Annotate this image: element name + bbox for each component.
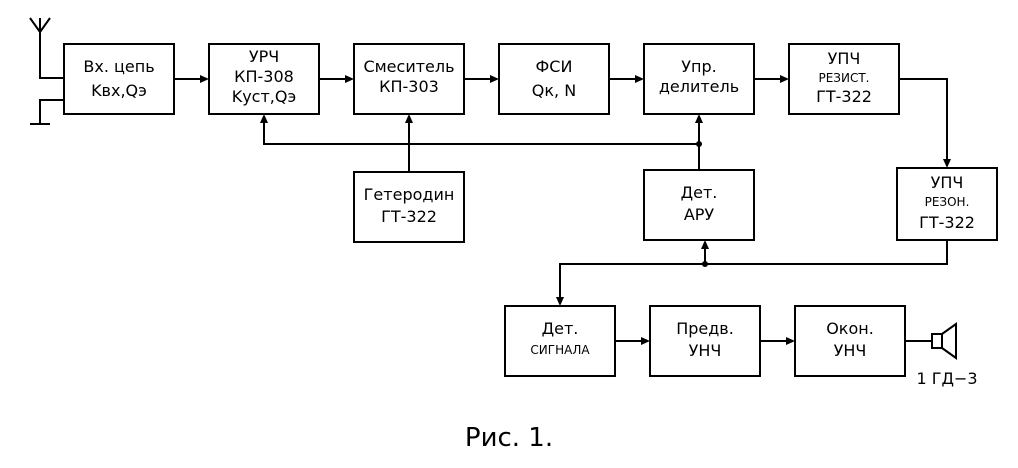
figure-caption: Рис. 1. [465, 423, 553, 453]
filter-block: ФСИ Qк, N [498, 43, 610, 115]
speaker-icon [931, 322, 957, 360]
mixer-line1: Смеситель [363, 57, 454, 76]
signal-path-bottom [615, 337, 932, 345]
final-amp-line2: УНЧ [834, 341, 867, 360]
if-amp-resistive-block: УПЧ РЕЗИСТ. ГТ-322 [788, 43, 900, 115]
rf-amp-line3: Kуст,Qэ [232, 87, 297, 106]
final-amp-block: Окон. УНЧ [794, 305, 906, 377]
if-amp-reson-line3: ГТ-322 [919, 213, 975, 232]
final-amp-line1: Окон. [826, 319, 874, 338]
rf-amp-block: УРЧ КП-308 Kуст,Qэ [208, 43, 320, 115]
rf-amp-line2: КП-308 [234, 67, 294, 86]
input-circuit-line1: Вх. цепь [83, 57, 154, 76]
divider-line1: Упр. [681, 57, 716, 76]
agc-det-line1: Дет. [681, 183, 718, 202]
divider-block: Упр. делитель [643, 43, 755, 115]
mixer-line2: КП-303 [379, 77, 439, 96]
agc-detector-block: Дет. АРУ [643, 169, 755, 241]
filter-line2: Qк, N [532, 81, 576, 100]
local-osc-line2: ГТ-322 [381, 207, 437, 226]
ground-icon [30, 99, 64, 125]
mixer-block: Смеситель КП-303 [353, 43, 465, 115]
signal-det-line2: СИГНАЛА [530, 343, 590, 357]
if-amp-res-line3: ГТ-322 [816, 87, 872, 106]
if-amp-res-line1: УПЧ [828, 49, 861, 68]
speaker-label: 1 ГД−3 [916, 369, 977, 388]
signal-path-right [899, 78, 951, 168]
signal-detector-block: Дет. СИГНАЛА [504, 305, 616, 377]
filter-line1: ФСИ [536, 57, 573, 76]
local-oscillator-block: Гетеродин ГТ-322 [353, 171, 465, 243]
agc-bus [260, 114, 703, 170]
local-osc-line1: Гетеродин [364, 185, 455, 204]
preamp-line2: УНЧ [689, 341, 722, 360]
input-circuit-block: Вх. цепь Kвх,Qэ [63, 43, 175, 115]
antenna-icon [29, 17, 64, 79]
detector-feed [556, 240, 948, 306]
divider-line2: делитель [659, 77, 739, 96]
signal-path-top [174, 75, 789, 83]
if-amp-resonant-block: УПЧ РЕЗОН. ГТ-322 [896, 167, 998, 241]
if-amp-res-line2: РЕЗИСТ. [818, 71, 869, 85]
input-circuit-line2: Kвх,Qэ [91, 81, 147, 100]
local-osc-link [405, 114, 413, 172]
preamp-block: Предв. УНЧ [649, 305, 761, 377]
if-amp-reson-line1: УПЧ [931, 173, 964, 192]
agc-det-line2: АРУ [684, 205, 715, 224]
rf-amp-line1: УРЧ [249, 47, 279, 66]
signal-det-line1: Дет. [542, 319, 579, 338]
if-amp-reson-line2: РЕЗОН. [925, 195, 970, 209]
preamp-line1: Предв. [676, 319, 734, 338]
